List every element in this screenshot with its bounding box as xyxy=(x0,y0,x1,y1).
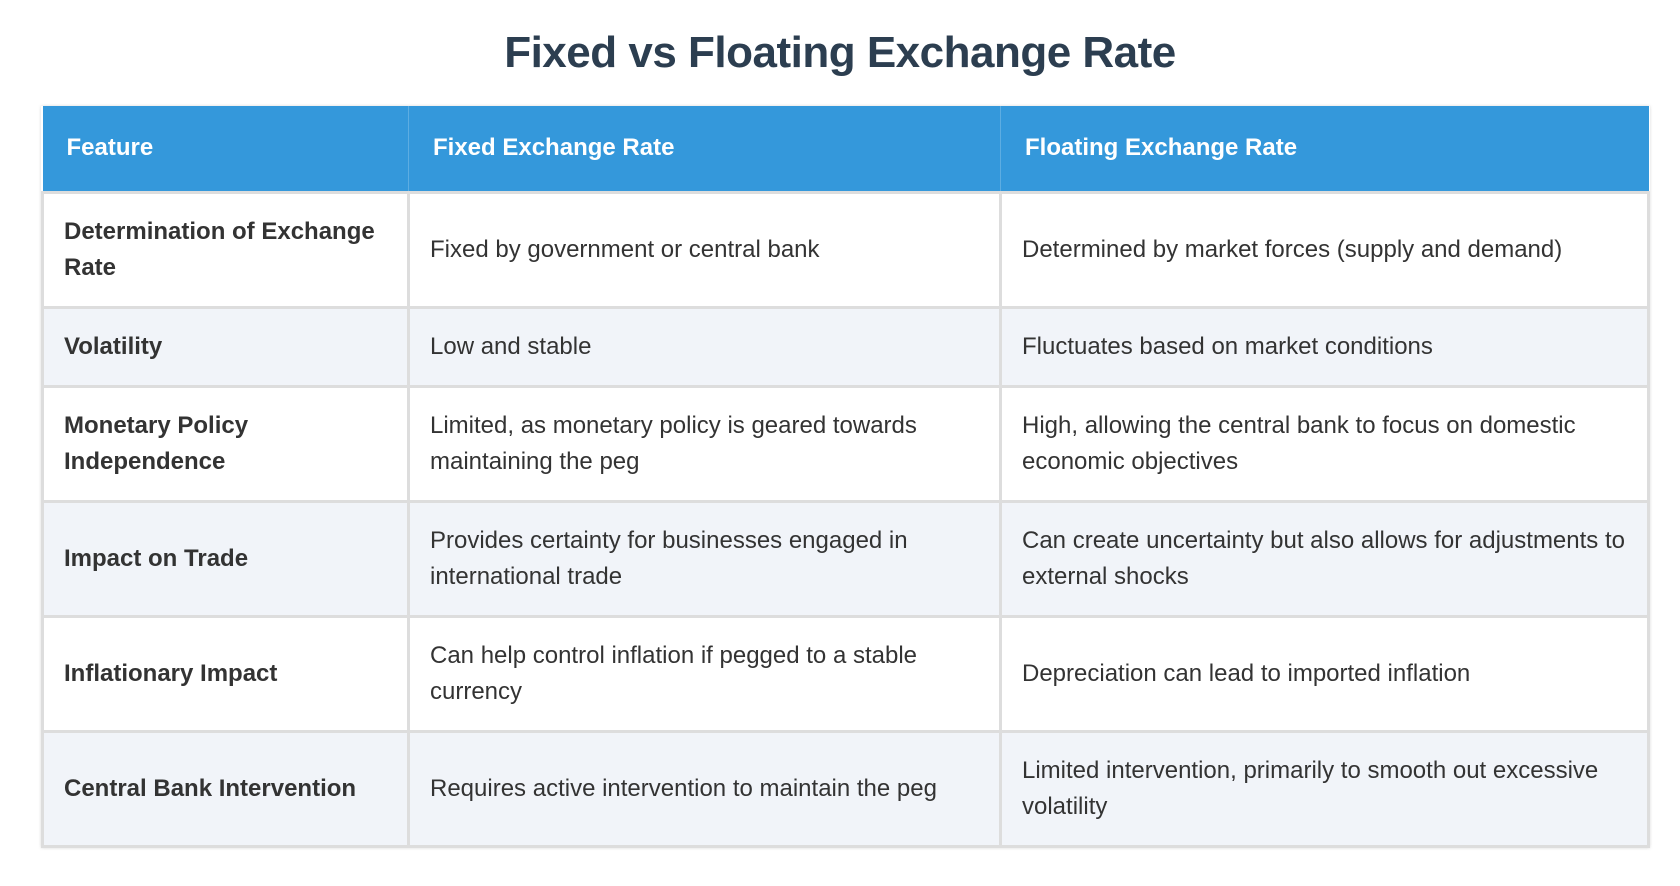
fixed-cell: Provides certainty for businesses engage… xyxy=(407,499,1002,618)
fixed-cell: Limited, as monetary policy is geared to… xyxy=(407,384,1002,503)
feature-cell: Monetary Policy Independence xyxy=(41,384,410,503)
comparison-table: Feature Fixed Exchange Rate Floating Exc… xyxy=(41,106,1650,848)
feature-cell: Inflationary Impact xyxy=(41,614,410,733)
floating-cell: Fluctuates based on market conditions xyxy=(999,305,1650,388)
table-row: Inflationary Impact Can help control inf… xyxy=(41,614,1650,733)
floating-cell: Depreciation can lead to imported inflat… xyxy=(999,614,1650,733)
header-feature: Feature xyxy=(42,106,409,192)
table-header-row: Feature Fixed Exchange Rate Floating Exc… xyxy=(42,106,1649,192)
table-row: Impact on Trade Provides certainty for b… xyxy=(41,499,1650,618)
fixed-cell: Requires active intervention to maintain… xyxy=(407,729,1002,848)
floating-cell: Limited intervention, primarily to smoot… xyxy=(999,729,1650,848)
fixed-cell: Low and stable xyxy=(407,305,1002,388)
feature-cell: Central Bank Intervention xyxy=(41,729,410,848)
table-row: Central Bank Intervention Requires activ… xyxy=(41,729,1650,848)
floating-cell: High, allowing the central bank to focus… xyxy=(999,384,1650,503)
table-row: Determination of Exchange Rate Fixed by … xyxy=(41,190,1650,309)
fixed-cell: Can help control inflation if pegged to … xyxy=(407,614,1002,733)
feature-cell: Impact on Trade xyxy=(41,499,410,618)
table-row: Volatility Low and stable Fluctuates bas… xyxy=(41,305,1650,388)
fixed-cell: Fixed by government or central bank xyxy=(407,190,1002,309)
page-title: Fixed vs Floating Exchange Rate xyxy=(504,28,1176,77)
table-row: Monetary Policy Independence Limited, as… xyxy=(41,384,1650,503)
header-floating-exchange-rate: Floating Exchange Rate xyxy=(1000,106,1649,192)
floating-cell: Can create uncertainty but also allows f… xyxy=(999,499,1650,618)
feature-cell: Determination of Exchange Rate xyxy=(41,190,410,309)
feature-cell: Volatility xyxy=(41,305,410,388)
floating-cell: Determined by market forces (supply and … xyxy=(999,190,1650,309)
header-fixed-exchange-rate: Fixed Exchange Rate xyxy=(408,106,1001,192)
